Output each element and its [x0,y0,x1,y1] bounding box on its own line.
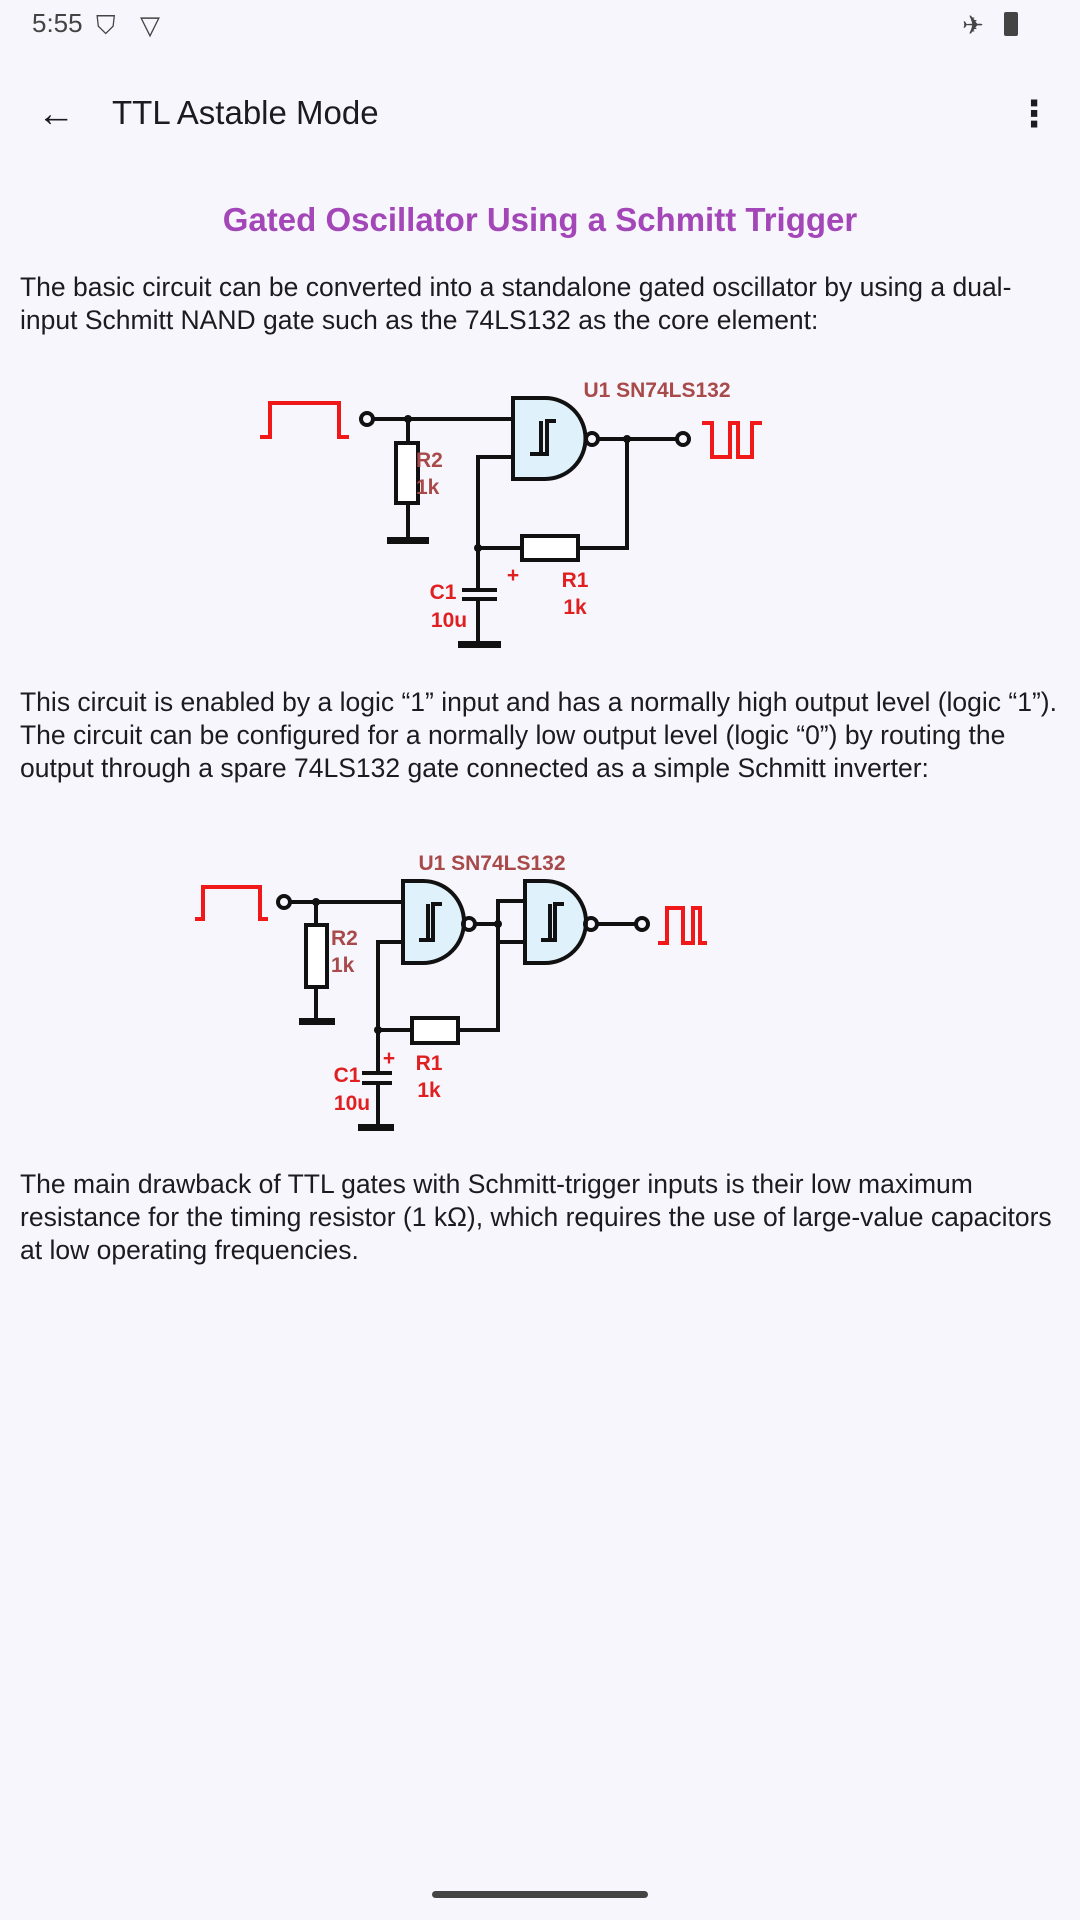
back-button[interactable]: ← [30,88,82,140]
inverter-bubble [584,431,600,447]
output-waveform [658,906,707,945]
r1-label: R1 [562,569,589,592]
input-terminal [276,894,292,910]
more-vert-icon: ⋮ [1016,93,1052,134]
ic-label: U1 SN74LS132 [583,379,730,402]
output-terminal [675,431,691,447]
arrow-back-icon: ← [37,92,75,135]
paragraph-drawback: The main drawback of TTL gates with Schm… [20,1169,1052,1265]
nand-gate-1 [401,879,466,965]
paragraph-enable: This circuit is enabled by a logic “1” i… [20,687,1057,783]
resistor-r1 [520,534,580,562]
svg-text:1k: 1k [331,954,355,977]
airplane-icon: ✈ [962,10,984,40]
shield-icon: ⛉ [96,10,116,40]
junction-dot [404,415,412,423]
ic-label: U1 SN74LS132 [418,852,565,875]
nand-gate [511,396,588,481]
svg-text:R1: R1 [416,1052,443,1075]
nand-gate-2 [523,879,588,965]
battery-icon [1004,12,1018,36]
resistor-r1 [410,1016,460,1045]
output-waveform [702,421,762,459]
svg-text:10u: 10u [334,1092,370,1115]
r2-label: R2 [416,449,443,472]
output-terminal [634,916,650,932]
ground-symbol [299,1018,335,1025]
svg-text:+: + [383,1047,395,1070]
more-options-button[interactable]: ⋮ [1008,88,1060,140]
resistor-r2 [394,441,420,505]
svg-text:+: + [507,564,519,587]
input-terminal [359,411,375,427]
page-title: TTL Astable Mode [112,94,379,131]
svg-text:R2: R2 [331,927,358,950]
resistor-r2 [304,923,329,989]
svg-text:C1: C1 [334,1064,361,1087]
ground-symbol [387,537,429,544]
paragraph-intro: The basic circuit can be converted into … [20,272,1012,335]
gesture-nav-handle[interactable] [432,1891,648,1898]
section-heading: Gated Oscillator Using a Schmitt Trigger [222,201,858,238]
r1-value: 1k [563,596,587,619]
c1-label: C1 [430,581,457,604]
schmitt-symbol [530,419,556,456]
vpn-icon: ▽ [140,10,160,40]
c1-value: 10u [431,609,467,632]
input-waveform [195,885,268,921]
app-bar: ← TTL Astable Mode ⋮ [0,78,1080,148]
svg-text:1k: 1k [417,1079,441,1102]
input-waveform [260,401,349,439]
status-time: 5:55 [32,8,83,38]
r2-value: 1k [416,476,440,499]
